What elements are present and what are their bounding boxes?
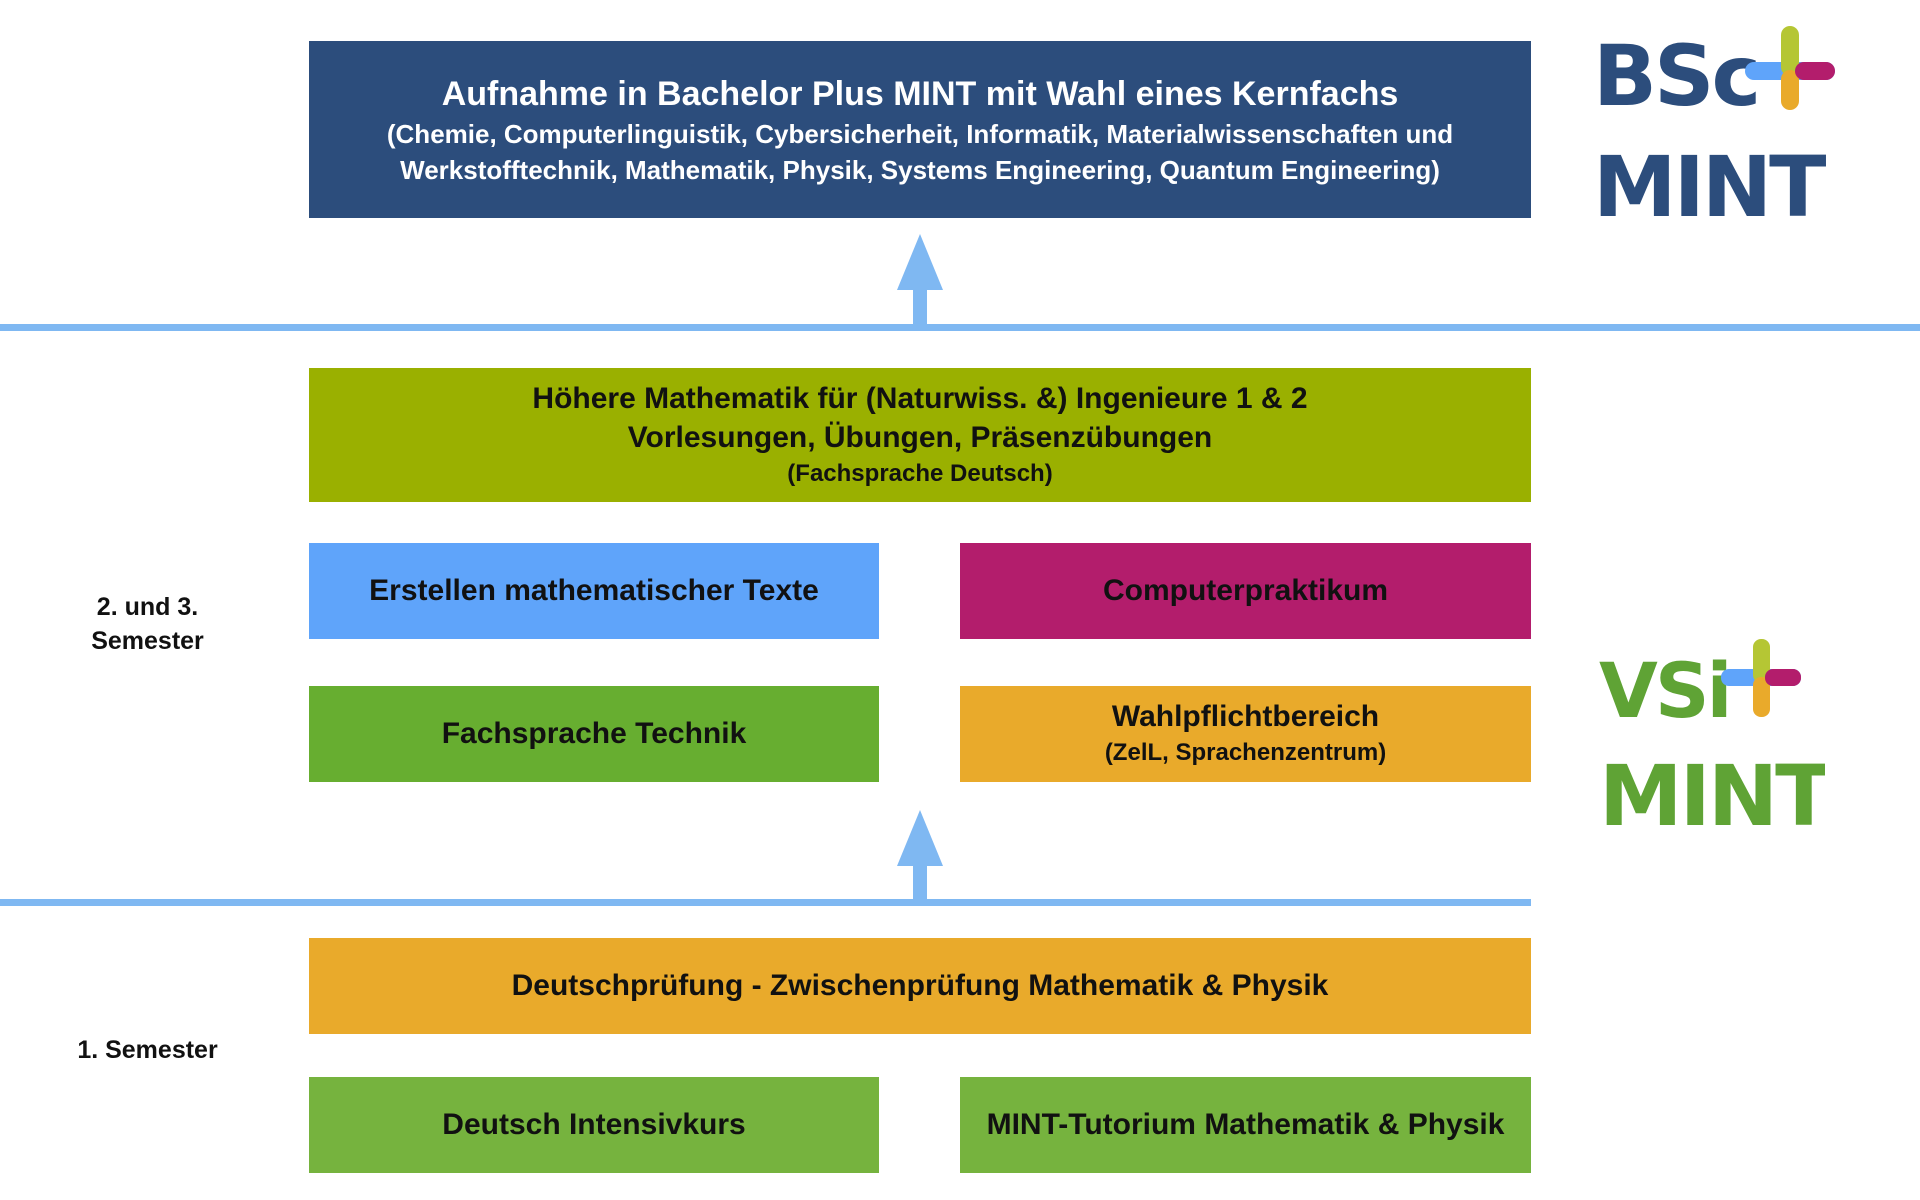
wahl-title: Wahlpflichtbereich — [1111, 700, 1380, 733]
box-hoehere-mathematik: Höhere Mathematik für (Naturwiss. &) Ing… — [309, 368, 1531, 502]
dpruef-label: Deutschprüfung - Zwischenprüfung Mathema… — [511, 969, 1329, 1002]
math-box-line2: Vorlesungen, Übungen, Präsenzübungen — [627, 421, 1213, 454]
vsi-logo-text: VSi — [1599, 646, 1730, 735]
fach-label: Fachsprache Technik — [441, 717, 747, 750]
top-box-subtitle-line1: (Chemie, Computerlinguistik, Cybersicher… — [386, 118, 1454, 149]
vsi-plus-icon — [1721, 639, 1801, 717]
arrow-up-icon — [897, 234, 943, 328]
top-box-subtitle-line2: Werkstofftechnik, Mathematik, Physik, Sy… — [400, 154, 1440, 185]
comp-label: Computerpraktikum — [1102, 574, 1389, 607]
bsc-mint-logo: BSc MINT — [1593, 26, 1835, 230]
box-deutsch-intensivkurs: Deutsch Intensivkurs — [309, 1077, 879, 1173]
bsc-logo-text: BSc — [1593, 27, 1758, 125]
vsi-mint-logo: VSi MINT — [1599, 639, 1825, 835]
box-erstellen-mathematischer-texte: Erstellen mathematischer Texte — [309, 543, 879, 639]
box-mint-tutorium: MINT-Tutorium Mathematik & Physik — [960, 1077, 1531, 1173]
box-computerpraktikum: Computerpraktikum — [960, 543, 1531, 639]
divider-line-top — [0, 324, 1920, 331]
box-fachsprache-technik: Fachsprache Technik — [309, 686, 879, 782]
tut-label: MINT-Tutorium Mathematik & Physik — [986, 1108, 1505, 1141]
box-bachelor-plus-mint: Aufnahme in Bachelor Plus MINT mit Wahl … — [309, 41, 1531, 218]
semester-1-label: 1. Semester — [77, 1036, 218, 1064]
semester-2-3-label-line2: Semester — [91, 627, 204, 655]
top-box-title: Aufnahme in Bachelor Plus MINT mit Wahl … — [441, 74, 1399, 113]
box-wahlpflichtbereich: Wahlpflichtbereich (ZelL, Sprachenzentru… — [960, 686, 1531, 782]
bsc-plus-icon — [1745, 26, 1835, 110]
wahl-subtitle: (ZelL, Sprachenzentrum) — [1104, 739, 1387, 766]
vsi-logo-mint-text: MINT — [1599, 747, 1825, 835]
math-box-line1: Höhere Mathematik für (Naturwiss. &) Ing… — [532, 382, 1308, 415]
dint-label: Deutsch Intensivkurs — [442, 1108, 746, 1141]
semester-2-3-label-line1: 2. und 3. — [96, 593, 199, 621]
semester-2-3-label: 2. und 3. Semester — [60, 590, 235, 658]
bsc-logo-mint-text: MINT — [1593, 138, 1826, 230]
divider-line-bottom — [0, 899, 1531, 906]
box-deutschpruefung: Deutschprüfung - Zwischenprüfung Mathema… — [309, 938, 1531, 1034]
arrow-up-icon — [897, 810, 943, 902]
math-box-line3: (Fachsprache Deutsch) — [787, 460, 1053, 487]
texte-label: Erstellen mathematischer Texte — [369, 574, 819, 607]
